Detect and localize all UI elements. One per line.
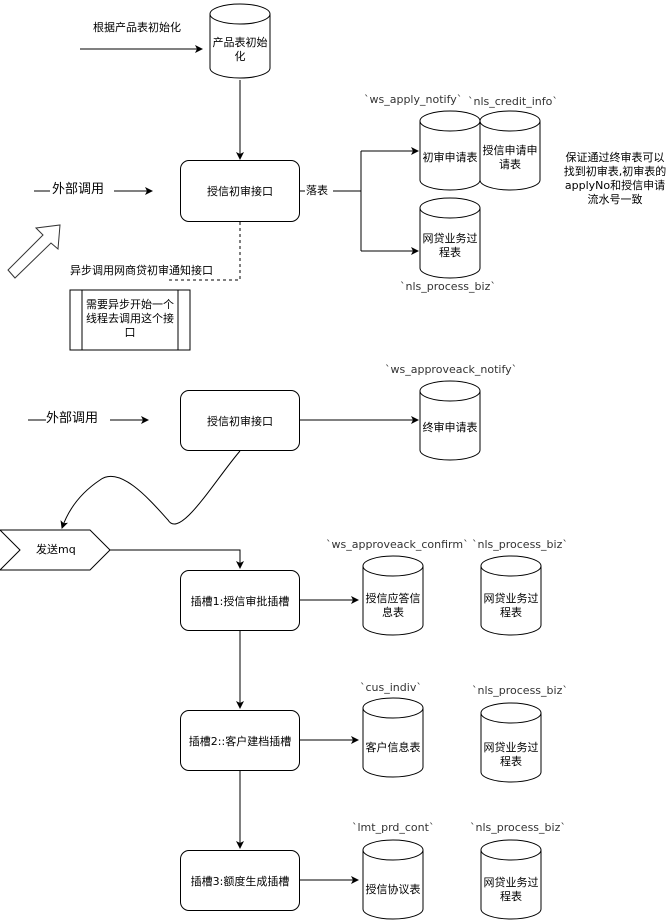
cylinder-nls-process-biz-1	[419, 197, 481, 279]
cylinder-ws-approveack-confirm	[362, 555, 424, 636]
table-name-process-biz-slot2: `nls_process_biz`	[472, 684, 568, 697]
cyl-label-customer-info: 客户信息表	[365, 741, 421, 754]
async-process-text: 需要异步开始一个线程去调用这个接口	[86, 298, 174, 339]
table-name-ws-apply-notify: `ws_apply_notify`	[364, 93, 463, 106]
slot2-customer-profile-box[interactable]: 插槽2::客户建档插槽	[180, 710, 300, 771]
hollow-arrow-icon	[7, 224, 61, 279]
cyl-label-credit-apply: 授信申请申请表	[482, 144, 538, 171]
cylinder-ws-approveack-notify	[419, 380, 481, 461]
curved-mq-arrow	[60, 450, 241, 529]
cyl-label-initial-apply: 初审申请表	[422, 151, 478, 164]
persist-label: 落表	[306, 184, 328, 197]
slot3-limit-generation-box[interactable]: 插槽3:额度生成插槽	[180, 850, 300, 911]
table-name-ws-approveack-confirm: `ws_approveack_confirm`	[326, 538, 469, 551]
credit-interface-box-2[interactable]: 授信初审接口	[180, 390, 300, 451]
table-name-cus-indiv: `cus_indiv`	[360, 681, 422, 694]
table-name-process-biz-slot1: `nls_process_biz`	[472, 538, 568, 551]
cyl-label-final-apply: 终审申请表	[422, 421, 478, 434]
table-name-lmt-prd-cont: `lmt_prd_cont`	[352, 821, 435, 834]
table-name-process-biz-slot3: `nls_process_biz`	[470, 821, 566, 834]
cylinder-product-init	[209, 3, 271, 79]
async-call-label: 异步调用网商贷初审通知接口	[70, 264, 213, 277]
table-name-nls-process-biz: `nls_process_biz`	[400, 280, 496, 293]
cylinder-nls-process-biz-slot3	[480, 839, 542, 920]
cylinder-nls-credit-info	[479, 110, 541, 191]
consistency-note: 保证通过终审表可以找到初审表,初审表的applyNo和授信申请流水号一致	[563, 151, 667, 206]
mq-chevron-shape	[0, 529, 111, 571]
cyl-label-process-biz-slot1: 网贷业务过程表	[483, 592, 539, 619]
async-dashed-line	[168, 222, 241, 281]
cylinder-nls-process-biz-slot2	[480, 702, 542, 783]
slot1-credit-approval-box[interactable]: 插槽1:授信审批插槽	[180, 570, 300, 631]
cyl-label-process-biz-slot2: 网贷业务过程表	[483, 741, 539, 768]
cylinder-nls-process-biz-slot1	[480, 555, 542, 636]
cylinder-cus-indiv	[362, 697, 424, 778]
product-init-table-label: 产品表初始化	[212, 36, 268, 63]
table-name-ws-approveack-notify: `ws_approveack_notify`	[385, 363, 518, 376]
cyl-label-process-biz: 网贷业务过程表	[422, 232, 478, 259]
send-mq-label: 发送mq	[36, 543, 76, 556]
cylinder-ws-apply-notify	[419, 110, 481, 191]
external-call-label-2: 外部调用	[46, 411, 99, 426]
cyl-label-process-biz-slot3: 网贷业务过程表	[483, 876, 539, 903]
init-label: 根据产品表初始化	[93, 21, 181, 34]
external-call-label: 外部调用	[52, 182, 105, 197]
cyl-label-credit-response: 授信应答信息表	[365, 592, 421, 619]
credit-initial-review-interface-box[interactable]: 授信初审接口	[180, 160, 300, 222]
cylinder-lmt-prd-cont	[362, 839, 424, 920]
table-name-nls-credit-info: `nls_credit_info`	[468, 95, 558, 108]
mq-to-slot1-arrow	[110, 549, 244, 569]
cyl-label-credit-agreement: 授信协议表	[365, 883, 421, 896]
async-process-box	[69, 289, 191, 351]
